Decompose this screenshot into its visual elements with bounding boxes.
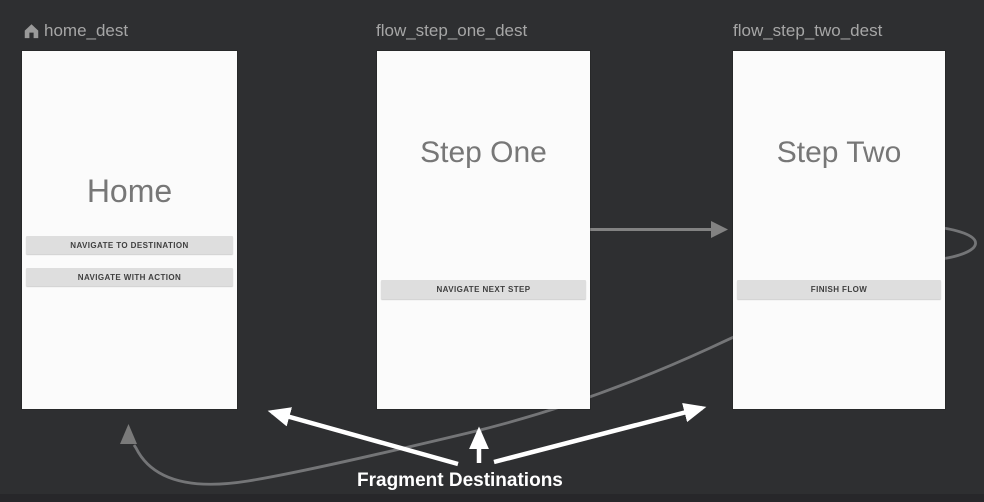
canvas-bottom-edge <box>0 494 984 502</box>
destination-card-step-two[interactable]: Step Two FINISH FLOW <box>733 51 945 409</box>
destination-label-text: home_dest <box>44 21 129 40</box>
destination-card-step-one[interactable]: Step One NAVIGATE NEXT STEP <box>377 51 590 409</box>
fragment-title: Step One <box>420 136 547 169</box>
destination-label-step-two: flow_step_two_dest <box>733 22 882 39</box>
action-arrowhead-to-home[interactable] <box>120 424 137 444</box>
preview-button-navigate-next-step[interactable]: NAVIGATE NEXT STEP <box>381 280 586 299</box>
fragment-title: Step Two <box>776 136 902 169</box>
preview-button-navigate-to-destination[interactable]: NAVIGATE TO DESTINATION <box>26 236 233 254</box>
destination-label-text: flow_step_two_dest <box>733 21 883 40</box>
action-arrowhead-to-step-two[interactable] <box>711 221 728 238</box>
destination-card-home[interactable]: Home NAVIGATE TO DESTINATION NAVIGATE WI… <box>22 51 237 409</box>
annotation-arrow-to-home <box>267 407 459 467</box>
fragment-title: Home <box>86 173 173 209</box>
annotation-arrow-to-step-two <box>493 402 707 465</box>
destination-label-step-one: flow_step_one_dest <box>376 22 527 39</box>
preview-button-finish-flow[interactable]: FINISH FLOW <box>737 280 941 299</box>
home-icon <box>24 23 39 38</box>
preview-button-navigate-with-action[interactable]: NAVIGATE WITH ACTION <box>26 268 233 286</box>
destination-label-home: home_dest <box>23 22 128 39</box>
destination-label-text: flow_step_one_dest <box>376 21 528 40</box>
annotation-text: Fragment Destinations <box>357 470 563 491</box>
